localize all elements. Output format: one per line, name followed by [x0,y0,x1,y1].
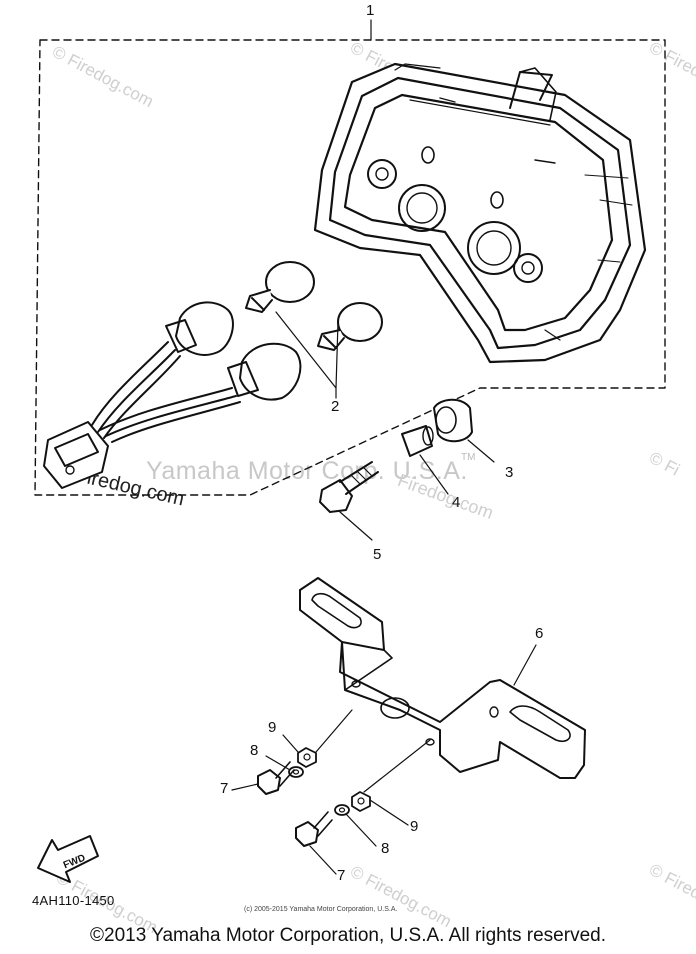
callout-9-upper: 9 [268,719,277,736]
bolt-part-7-lower [295,811,333,847]
collar-part-4 [401,425,434,457]
bolt-part-5 [319,461,379,513]
grommet-part-3 [433,398,473,443]
assembly-boundary-dashed [34,39,666,496]
leader-line-4 [419,454,449,495]
diagram-reference-code: 4AH110-1450 [32,893,115,908]
callout-1: 1 [366,2,375,19]
leader-line-8-lower [345,813,377,847]
leader-line-2 [275,311,339,399]
bolt-part-7-upper [257,761,295,795]
callout-5: 5 [373,546,382,563]
callout-6: 6 [535,625,544,642]
leader-line-7-upper [231,783,259,791]
bracket-part-6 [299,577,586,779]
washer-part-8-upper [288,766,304,778]
callout-8-lower: 8 [381,840,390,857]
callout-4: 4 [452,494,461,511]
taillight-housing [313,62,647,364]
leader-line-9-lower [363,739,431,826]
leader-line-5 [339,511,373,541]
callout-2: 2 [331,398,340,415]
wiring-harness [43,301,302,489]
bulb-upper [245,261,315,313]
watermark-yamaha-center: Yamaha Motor Corp. U.S.A. [146,457,468,485]
leader-line-6 [513,644,537,686]
leader-line-3 [467,439,495,463]
nut-part-9-upper [297,747,317,768]
washer-part-8-lower [334,804,350,816]
callout-8-upper: 8 [250,742,259,759]
bulb-lower [317,302,383,351]
callout-9-lower: 9 [410,818,419,835]
watermark-tm: TM [461,452,476,463]
leader-line-9-upper [282,709,353,753]
leader-line-7-lower [309,845,337,875]
nut-part-9-lower [351,791,371,812]
callout-3: 3 [505,464,514,481]
callout-7-lower: 7 [337,867,346,884]
small-copyright-line: (c) 2005-2015 Yamaha Motor Corporation, … [244,906,398,913]
callout-7-upper: 7 [220,780,229,797]
fwd-arrow-icon [37,835,99,883]
leader-line-8-upper [265,755,291,771]
copyright-footer: ©2013 Yamaha Motor Corporation, U.S.A. A… [90,925,606,946]
